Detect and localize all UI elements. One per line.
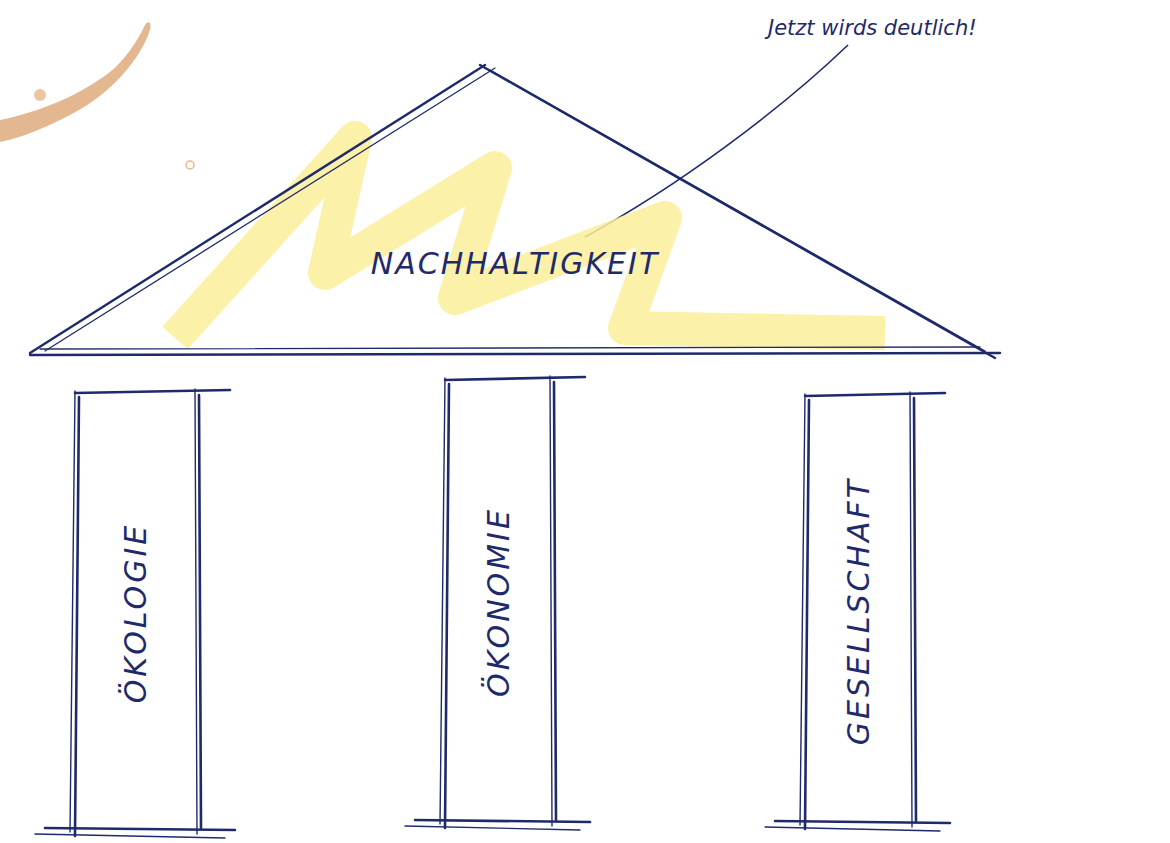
roof-outline [45, 68, 495, 351]
pillar-outline [765, 827, 940, 831]
pillar-outline [35, 834, 225, 838]
pillar-column: ÖKOLOGIE [35, 385, 235, 840]
pillar-outline [405, 826, 580, 830]
roof-title: NACHHALTIGKEIT [25, 246, 1005, 281]
roof-outline [30, 65, 485, 353]
pillar-outline [445, 384, 449, 828]
pillar-outline [914, 398, 916, 821]
pillar-outline [805, 400, 809, 829]
pillar-outline [70, 391, 75, 832]
callout-note: Jetzt wirds deutlich! [768, 16, 977, 40]
highlighter-stroke [175, 138, 885, 338]
node-outline [25, 58, 1005, 363]
pillar-outline [800, 394, 805, 825]
roof-outline [480, 65, 995, 358]
pillar-label: ÖKONOMIE [480, 507, 515, 697]
pillar-outline [75, 390, 230, 393]
roof-outline [30, 353, 1000, 355]
pillar-column: ÖKONOMIE [405, 372, 590, 832]
coffee-drop [186, 161, 194, 169]
pillar-outline [195, 389, 197, 834]
pillar-outline [440, 378, 445, 824]
pillar-outline [45, 828, 235, 830]
pillar-outline [75, 397, 79, 836]
pillar-column: GESELLSCHAFT [765, 388, 950, 833]
roof-triangle: NACHHALTIGKEIT [25, 58, 1005, 363]
pillar-outline [554, 382, 556, 820]
pillar-outline [775, 821, 950, 823]
leader-line [585, 45, 848, 237]
pillar-outline [550, 376, 552, 826]
coffee-stain [34, 89, 46, 101]
pillar-outline [445, 377, 585, 380]
pillar-outline [805, 393, 945, 396]
roof-outline [490, 70, 985, 351]
pillar-label: GESELLSCHAFT [840, 476, 875, 744]
pillar-outline [199, 395, 201, 828]
pillar-outline [910, 392, 912, 827]
pillar-label: ÖKOLOGIE [118, 522, 153, 703]
pillar-outline [415, 820, 590, 822]
roof-outline [40, 347, 980, 349]
coffee-stain [0, 22, 151, 142]
